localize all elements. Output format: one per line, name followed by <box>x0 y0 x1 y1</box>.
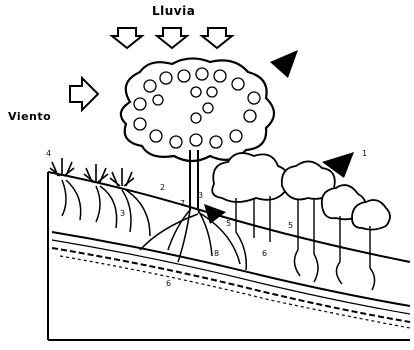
number-label-5: 5 <box>226 219 231 228</box>
rain-arrow-icon <box>112 28 142 48</box>
wind-arrow-icon <box>70 78 98 110</box>
number-label-6: 6 <box>166 279 171 288</box>
number-label-7: 7 <box>180 199 185 208</box>
number-label-8: 8 <box>214 249 219 258</box>
runoff-arrow-icon <box>204 204 226 224</box>
number-label-1: 1 <box>362 149 367 158</box>
outflow-arrow-icon <box>270 50 298 78</box>
number-label-5b: 5 <box>288 221 293 230</box>
number-label-3b: 3 <box>198 191 203 200</box>
wind-label: Viento <box>8 110 51 123</box>
rain-label: Lluvia <box>152 4 195 18</box>
rain-arrow-icon <box>157 28 187 48</box>
number-label-3: 3 <box>120 209 125 218</box>
shrubs <box>212 153 390 230</box>
rock-layer <box>52 248 410 322</box>
bedrock-layer <box>60 256 410 328</box>
rain-arrow-icon <box>202 28 232 48</box>
rain-arrows <box>112 28 232 48</box>
number-label-6b: 6 <box>262 249 267 258</box>
number-label-2: 2 <box>160 183 165 192</box>
number-label-4: 4 <box>46 149 51 158</box>
